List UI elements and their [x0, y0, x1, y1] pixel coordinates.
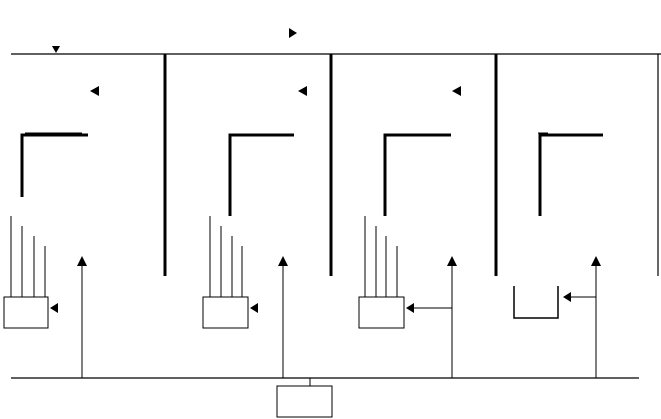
- source-box: [276, 385, 333, 418]
- unit-1-box-arrow-icon: [50, 303, 58, 313]
- unit-4-open-tray: [513, 286, 559, 319]
- unit-4-tray-arrow-icon: [563, 292, 571, 302]
- unit-1-wire-bundle: [10, 216, 46, 297]
- unit-2-box: [202, 296, 249, 329]
- unit-3-feed-arrow-icon: [447, 256, 457, 266]
- unit-1-corner-bracket: [20, 133, 88, 197]
- top-center-right-arrow-icon: [289, 28, 297, 38]
- unit-4-corner-bracket: [538, 133, 603, 216]
- unit-2-feed-arrow-icon: [278, 256, 288, 266]
- unit-1-left-arrow-icon: [90, 86, 99, 96]
- unit-2-box-arrow-icon: [250, 303, 258, 313]
- unit-3-box: [358, 296, 405, 329]
- unit-1-feed-arrow-icon: [77, 256, 87, 266]
- unit-2: [202, 86, 307, 378]
- unit-4: [513, 132, 603, 378]
- top-left-down-arrow-icon: [52, 46, 60, 53]
- unit-3-left-arrow-icon: [452, 86, 461, 96]
- unit-1-box: [3, 296, 49, 329]
- unit-2-left-arrow-icon: [298, 86, 307, 96]
- unit-4-feed-arrow-icon: [591, 256, 601, 266]
- unit-3-corner-bracket: [383, 133, 451, 216]
- unit-3: [358, 86, 461, 378]
- unit-2-wire-bundle: [209, 216, 243, 297]
- unit-3-wire-bundle: [364, 216, 398, 297]
- unit-1: [3, 86, 99, 378]
- unit-3-box-arrow-icon: [406, 303, 414, 313]
- unit-2-corner-bracket: [228, 133, 294, 216]
